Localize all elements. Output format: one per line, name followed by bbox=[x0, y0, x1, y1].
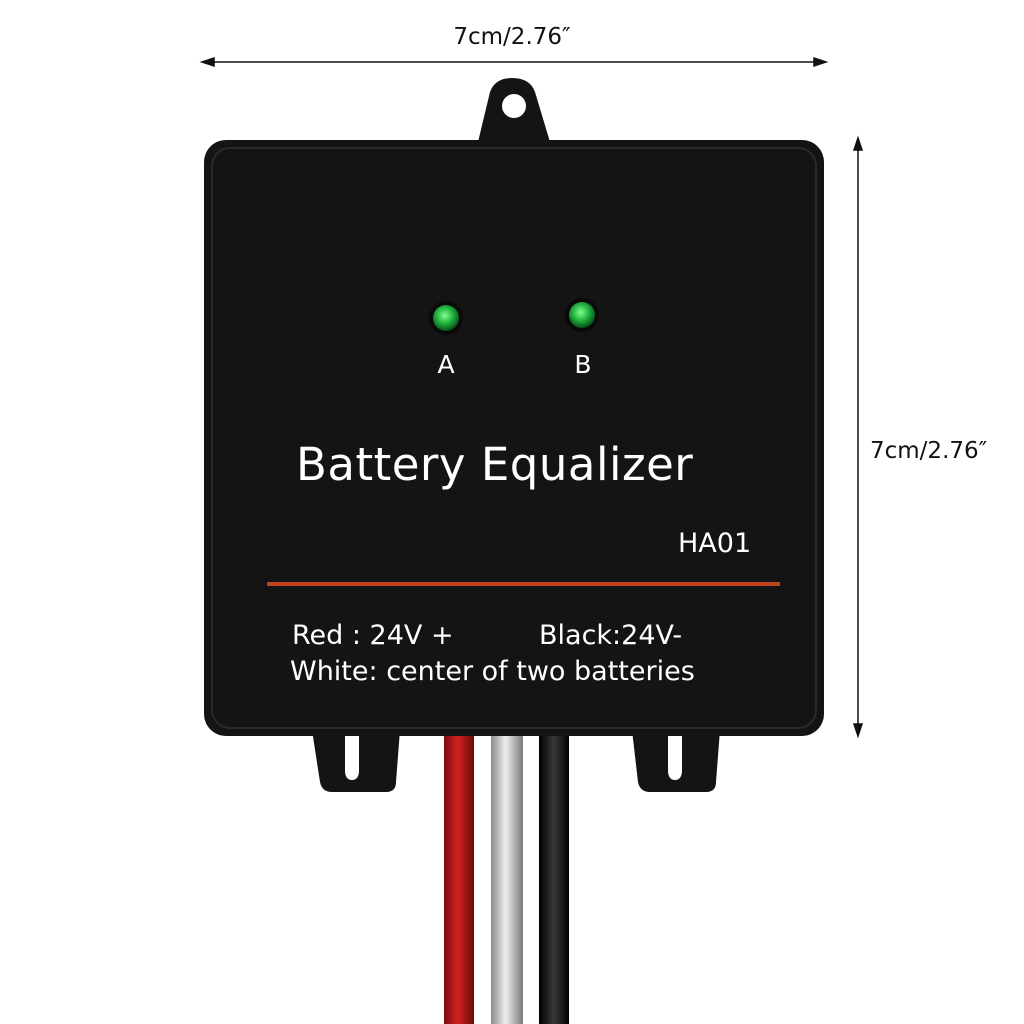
top-mounting-tab bbox=[478, 78, 550, 142]
device-body bbox=[204, 140, 824, 736]
led-a-indicator bbox=[429, 301, 463, 335]
led-b-label: B bbox=[574, 350, 592, 379]
wires bbox=[444, 730, 569, 1024]
led-a-label: A bbox=[437, 350, 455, 379]
wiring-black-spec: Black:24V- bbox=[539, 620, 683, 651]
width-dimension-arrow bbox=[199, 56, 829, 68]
led-b-indicator bbox=[565, 298, 599, 332]
bottom-left-mounting-tab bbox=[312, 730, 400, 792]
bottom-right-mounting-tab bbox=[632, 730, 720, 792]
width-label: 7cm/2.76″ bbox=[453, 24, 571, 50]
height-dimension-arrow bbox=[852, 135, 864, 739]
wiring-white-spec: White: center of two batteries bbox=[290, 656, 695, 687]
red-wire bbox=[444, 730, 474, 1024]
height-label: 7cm/2.76″ bbox=[870, 438, 988, 464]
white-wire bbox=[491, 730, 523, 1024]
device-title: Battery Equalizer bbox=[296, 438, 694, 491]
wiring-red-spec: Red : 24V + bbox=[292, 620, 454, 651]
divider-line bbox=[267, 582, 780, 586]
model-number: HA01 bbox=[678, 528, 752, 559]
black-wire bbox=[539, 730, 569, 1024]
